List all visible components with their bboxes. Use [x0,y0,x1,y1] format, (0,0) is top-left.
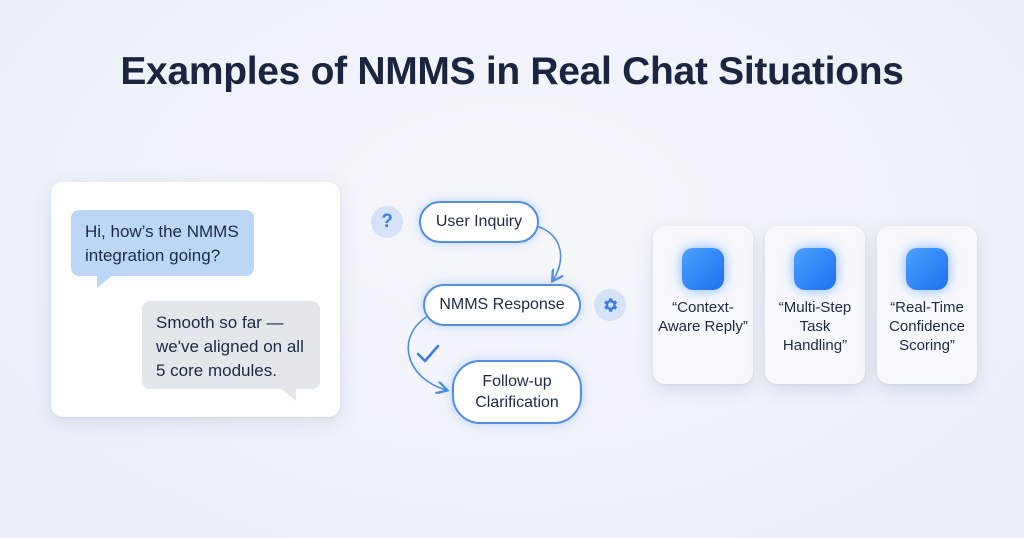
arrow-response-to-followup [407,315,446,390]
flow-step-label: Follow-up Clarification [475,373,559,411]
check-icon [415,343,441,370]
feature-label: “Context-Aware Reply” [658,299,748,335]
gear-icon [594,289,626,321]
feature-label: “Real-Time Confidence Scoring” [889,299,965,354]
page-title: Examples of NMMS in Real Chat Situations [120,50,904,93]
bot-message-text: Smooth so far — we've aligned on all 5 c… [156,313,304,380]
question-icon: ? [371,206,403,238]
feature-card-confidence: “Real-Time Confidence Scoring” [877,226,977,384]
user-message-bubble: Hi, how’s the NMMS integration going? [71,210,254,288]
chat-card: Hi, how’s the NMMS integration going? Sm… [51,182,340,417]
feature-card-multi-step: “Multi-Step Task Handling” [765,226,865,384]
flow-step-follow-up: Follow-up Clarification [452,360,582,424]
flow-step-label: User Inquiry [435,213,523,230]
feature-label: “Multi-Step Task Handling” [778,299,852,354]
bot-message-bubble: Smooth so far — we've aligned on all 5 c… [142,301,320,401]
feature-card-context-aware: “Context-Aware Reply” [653,226,753,384]
app-tile-icon [682,248,724,290]
user-message-text: Hi, how’s the NMMS integration going? [85,222,239,265]
arrow-inquiry-to-response [536,225,561,280]
app-tile-icon [906,248,948,290]
flow-step-label: NMMS Response [439,296,565,313]
flow-step-nmms-response: NMMS Response [423,284,581,326]
app-tile-icon [794,248,836,290]
flow-step-user-inquiry: User Inquiry [419,201,539,243]
